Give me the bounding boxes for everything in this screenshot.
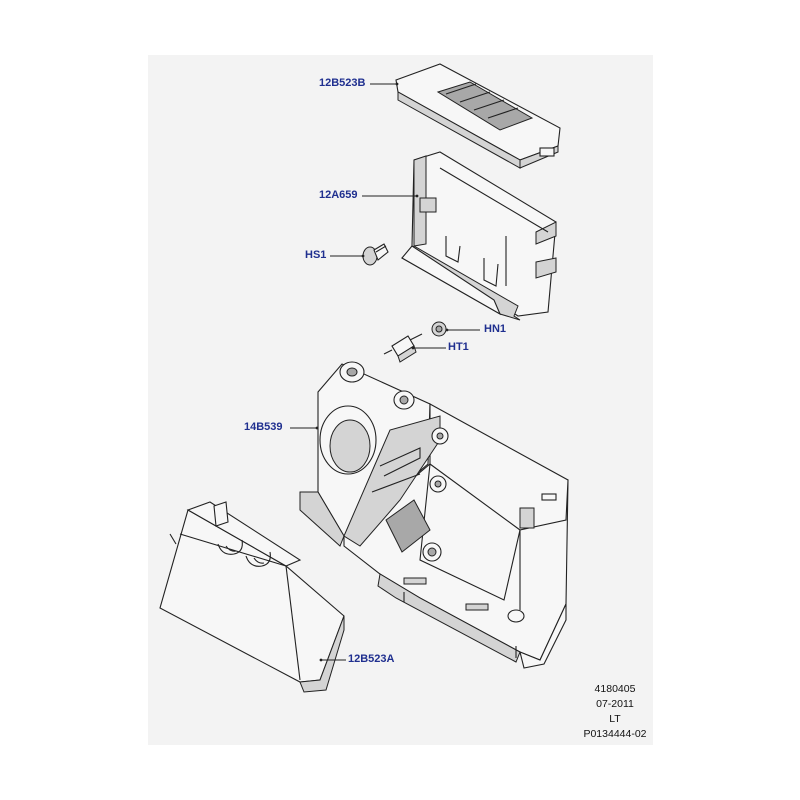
part-12B523A-cover [159,501,345,693]
callout-HN1: HN1 [484,323,507,335]
drawing-variant: LT [609,713,621,725]
callout-HT1: HT1 [448,341,469,353]
part-12B523B-cover [395,63,561,169]
callout-12B523A: 12B523A [348,653,395,665]
callout-14B539: 14B539 [244,421,283,433]
drawing-number: 4180405 [594,683,636,695]
leader-lines [290,82,480,662]
part-12A659-bracket [401,151,557,321]
part-HT1-stud [383,333,423,363]
part-reference: P0134444-02 [583,728,647,740]
drawing-date: 07-2011 [596,698,634,710]
callout-HS1: HS1 [305,249,327,261]
callout-12B523B: 12B523B [319,77,366,89]
callout-12A659: 12A659 [319,189,358,201]
part-HN1-nut [431,321,447,337]
part-14B539-housing [299,361,569,669]
part-HS1-screw [362,243,389,266]
